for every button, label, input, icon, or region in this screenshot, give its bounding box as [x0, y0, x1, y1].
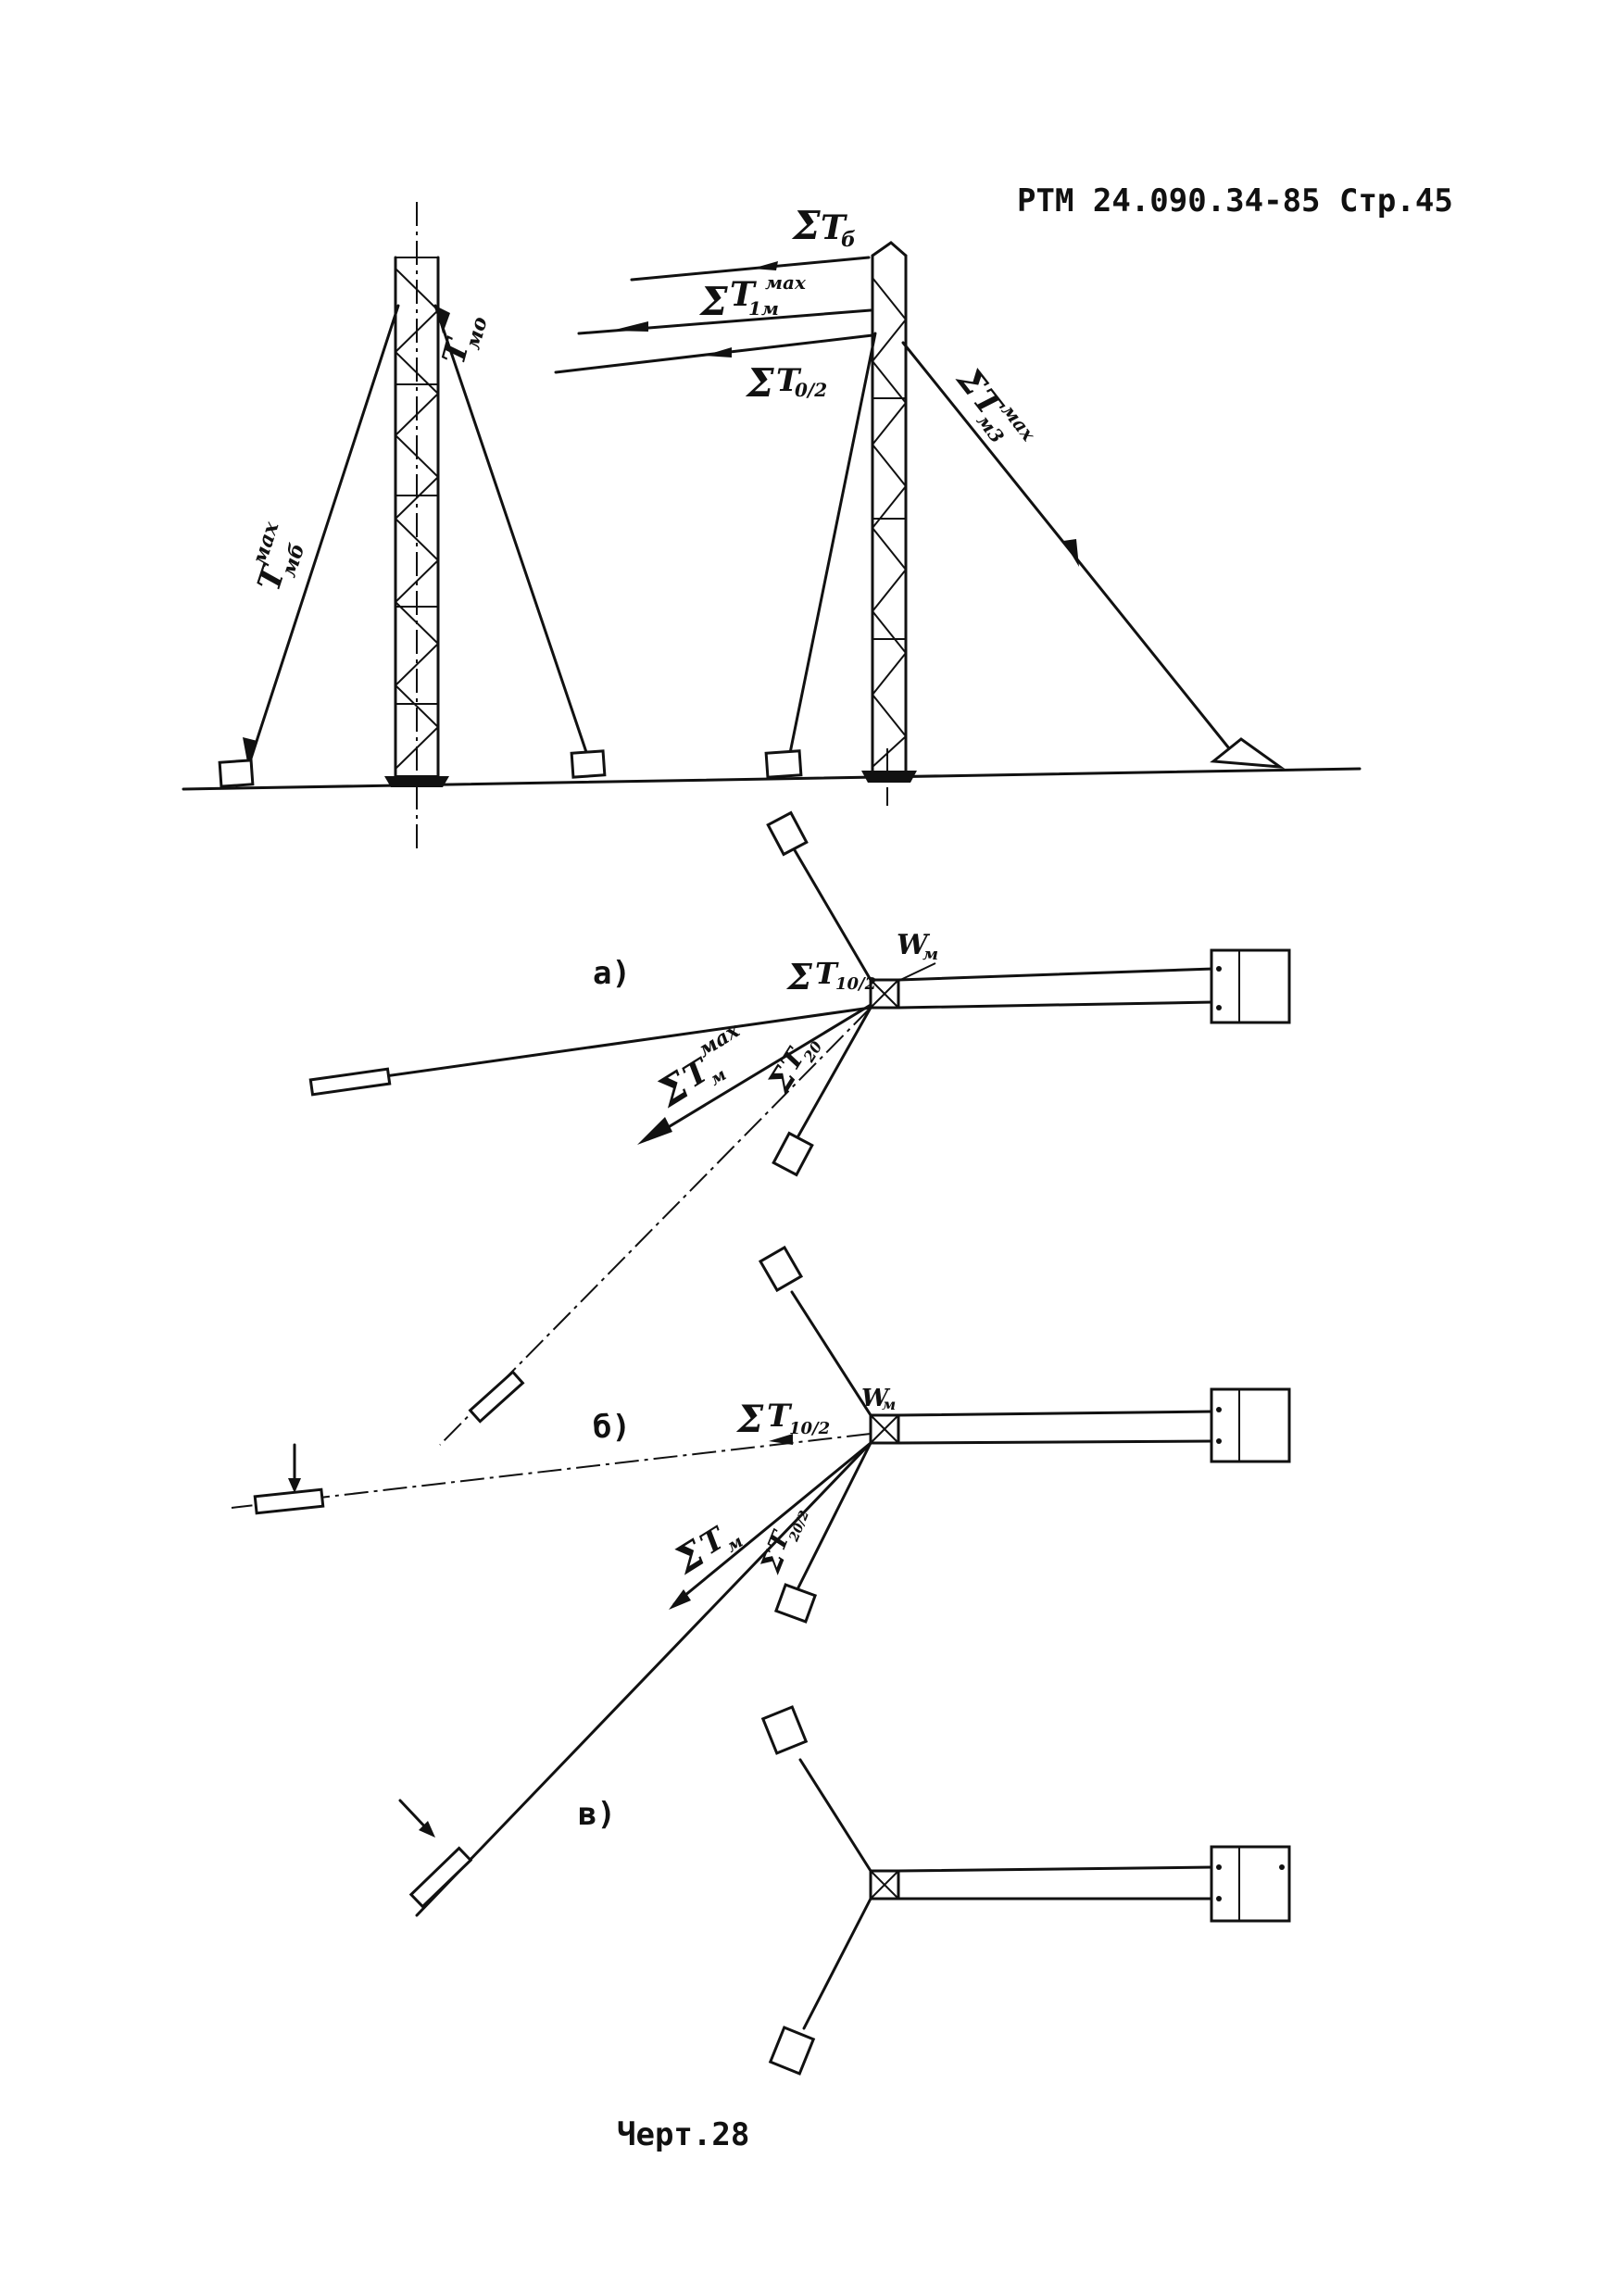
label-t-mb-max: T мб мах	[247, 518, 310, 595]
svg-text:м: м	[882, 1396, 896, 1413]
plan-b-lower-anchor	[773, 1583, 818, 1624]
plan-a-force-arrow	[646, 1003, 872, 1141]
force-arrow-sum-tb	[630, 256, 871, 282]
svg-text:10/2: 10/2	[789, 1419, 830, 1438]
svg-text:T: T	[815, 956, 839, 991]
svg-text:мо: мо	[460, 314, 492, 352]
svg-text:Σ: Σ	[791, 203, 821, 248]
plan-a-label-1: Σ T 10/2	[785, 956, 876, 997]
plan-b-upper-anchor	[758, 1245, 804, 1293]
plan-a-far-anchor	[468, 1370, 525, 1424]
label-sum-tb: Σ T б	[791, 203, 856, 252]
plan-a-letter: а)	[593, 955, 631, 992]
plan-c-counter-block	[1210, 1845, 1291, 1923]
left-back-guy-arrow	[243, 737, 257, 767]
svg-text:W: W	[897, 929, 931, 961]
plan-b-lower-guy	[795, 1441, 872, 1593]
svg-text:мб: мб	[277, 540, 310, 580]
plan-a-boom-bottom	[897, 1000, 1215, 1010]
left-lattice-mast	[384, 256, 449, 787]
ground-line	[182, 767, 1362, 791]
plan-a-upper-guy	[793, 848, 872, 982]
plan-a-label-2: Σ T м мах	[648, 1018, 745, 1116]
left-front-guy	[433, 304, 590, 759]
svg-text:Σ: Σ	[698, 279, 728, 324]
plan-b-left-arrow	[769, 1434, 793, 1445]
svg-text:T: T	[776, 362, 802, 399]
doc-reference: РТМ 24.090.34-85 Стр.45	[1017, 182, 1453, 220]
plan-b-boom-top	[897, 1410, 1215, 1417]
plan-c-upper-guy	[798, 1758, 872, 1873]
plan-c-letter: в)	[578, 1796, 616, 1833]
plan-b-force-arrow	[672, 1441, 872, 1606]
svg-text:0/2: 0/2	[795, 379, 827, 401]
plan-a-lower-guy	[795, 1006, 872, 1141]
label-sum-t1m-max: Σ T 1м мах	[698, 271, 807, 324]
svg-text:Σ: Σ	[745, 360, 774, 406]
plan-c-mast	[869, 1869, 900, 1901]
plan-a-upper-anchor	[766, 810, 809, 857]
right-lattice-mast	[861, 241, 917, 783]
plan-a-left-anchor	[308, 1067, 392, 1097]
plan-a-wind-label: W м	[897, 929, 938, 964]
svg-text:м: м	[922, 945, 938, 964]
plan-c-boom-top	[897, 1865, 1215, 1873]
plan-b-left-guy	[231, 1433, 872, 1509]
plan-b-label-1: Σ T 10/2	[735, 1398, 830, 1441]
svg-text:10/2: 10/2	[835, 974, 876, 994]
plan-a-lower-anchor	[772, 1131, 814, 1177]
plan-a-boom-top	[897, 967, 1215, 982]
plan-b-far-anchor	[408, 1846, 473, 1909]
plan-b-wind-label: W м	[861, 1385, 896, 1413]
right-back-anchor	[764, 749, 803, 779]
plan-b-letter: б)	[593, 1409, 631, 1446]
svg-text:T: T	[821, 208, 847, 247]
svg-text:Σ: Σ	[735, 1398, 764, 1441]
drawing-caption: Черт.28	[617, 2116, 749, 2153]
left-front-guy-arrow	[435, 306, 450, 333]
plan-b-long-guy	[415, 1441, 872, 1917]
plan-b-left-anchor	[253, 1487, 325, 1515]
left-front-anchor	[570, 749, 607, 779]
plan-a-mast	[869, 978, 900, 1010]
right-back-guy	[787, 332, 877, 759]
svg-text:T: T	[730, 275, 757, 314]
svg-text:б: б	[841, 228, 856, 252]
left-back-anchor	[218, 759, 255, 788]
svg-text:W: W	[861, 1385, 891, 1412]
svg-text:мах: мах	[694, 1018, 745, 1062]
svg-text:T: T	[767, 1398, 793, 1435]
svg-text:мах: мах	[247, 518, 284, 569]
plan-b-upper-guy	[790, 1290, 872, 1417]
plan-b-label-2: Σ T м	[666, 1519, 747, 1583]
right-front-anchor	[1210, 737, 1286, 769]
plan-c-lower-guy	[802, 1897, 872, 2030]
plan-b-counter-block	[1210, 1387, 1291, 1463]
svg-text:мах: мах	[765, 271, 807, 294]
plan-a-left-guy	[318, 1006, 872, 1087]
plan-c-upper-anchor	[760, 1705, 809, 1755]
plan-a-wind-mark	[896, 962, 936, 983]
plan-b-boom-bottom	[897, 1439, 1215, 1445]
svg-text:1м: 1м	[748, 297, 779, 320]
right-front-guy-arrow	[1063, 539, 1079, 567]
svg-text:Σ: Σ	[785, 956, 813, 997]
svg-text:мах: мах	[998, 399, 1041, 445]
left-back-guy	[246, 304, 400, 769]
label-sum-t02: Σ T 0/2	[745, 360, 827, 406]
plan-a-counter-block	[1210, 948, 1291, 1024]
plan-c-lower-anchor	[768, 2026, 816, 2076]
plan-b-mast	[869, 1413, 900, 1445]
